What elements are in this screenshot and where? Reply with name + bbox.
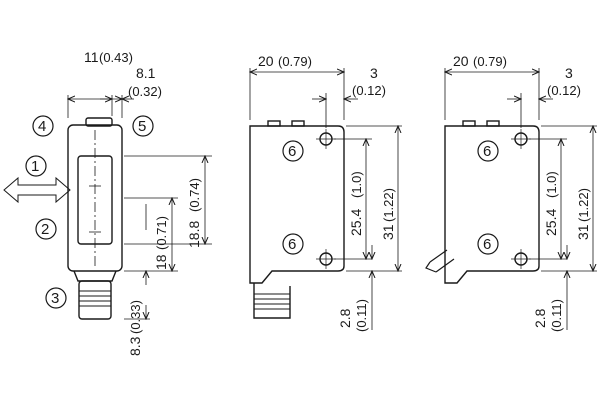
callout-5: 5 xyxy=(138,118,146,135)
plug-callout-6-top: 6 xyxy=(288,143,296,160)
plug-offset-mm: 3 xyxy=(370,65,378,81)
front-view-plug-dimensions xyxy=(250,68,402,330)
callout-4: 4 xyxy=(38,118,46,135)
cable-end xyxy=(425,261,437,273)
cable-hole-mm: 25.4 xyxy=(543,209,559,236)
callout-3-circle xyxy=(45,287,67,309)
front-view-cable-dimensions xyxy=(445,68,597,330)
side-top-lug xyxy=(85,117,113,127)
cable-offset-in: (0.12) xyxy=(547,83,581,98)
side-depth-in: (0.32) xyxy=(128,84,162,99)
plug-callout-6-bottom: 6 xyxy=(288,236,296,253)
front-view-cable xyxy=(425,120,540,284)
cable-callout-6-top: 6 xyxy=(483,143,491,160)
cable-bottom-mm: 2.8 xyxy=(532,308,548,328)
side-view-dimensions xyxy=(3,95,212,319)
cable-offset-mm: 3 xyxy=(565,65,573,81)
callout-2: 2 xyxy=(41,221,49,238)
side-width-in: (0.43) xyxy=(99,50,133,65)
callout-5-circle xyxy=(132,115,154,137)
cable-callout-6-bottom: 6 xyxy=(483,236,491,253)
cable-hole-in: (1.0) xyxy=(544,171,559,198)
plug-height-mm: 31 xyxy=(380,224,396,240)
plug-hole-mm: 25.4 xyxy=(348,209,364,236)
side-h1-mm: 18.8 xyxy=(186,221,202,248)
callout-1-circle xyxy=(25,155,47,177)
plug-offset-in: (0.12) xyxy=(352,83,386,98)
callout-4-circle xyxy=(32,115,54,137)
cable-width-in: (0.79) xyxy=(473,54,507,69)
cable-width-mm: 20 xyxy=(453,53,469,69)
side-width-mm: 11 xyxy=(84,49,99,65)
plug-width-mm: 20 xyxy=(258,53,274,69)
cable-bottom-in: (0.11) xyxy=(549,299,564,332)
plug-hole-in: (1.0) xyxy=(349,171,364,198)
side-h2-in: (0.71) xyxy=(154,216,169,250)
plug-height-in: (1.22) xyxy=(381,188,396,222)
side-h3-mm: 8.3 xyxy=(127,336,143,356)
plug-bottom-in: (0.11) xyxy=(354,299,369,332)
plug-width-in: (0.79) xyxy=(278,54,312,69)
callout-2-circle xyxy=(35,218,57,240)
front-view-plug xyxy=(249,120,345,319)
callout-3: 3 xyxy=(51,290,59,307)
plug-body xyxy=(249,125,345,284)
side-h3-in: (0.33) xyxy=(128,300,143,334)
side-connector xyxy=(78,280,112,320)
cable-height-in: (1.22) xyxy=(576,188,591,222)
side-h1-in: (0.74) xyxy=(187,178,202,212)
optical-axis-arrow-icon xyxy=(3,176,71,204)
side-neck xyxy=(73,270,117,282)
side-body xyxy=(67,124,123,272)
side-h2-mm: 18 xyxy=(153,254,169,270)
cable-body xyxy=(444,125,540,284)
side-depth-mm: 8.1 xyxy=(136,65,156,81)
side-view xyxy=(67,117,123,320)
cable-height-mm: 31 xyxy=(575,224,591,240)
callout-1: 1 xyxy=(31,158,39,175)
plug-bottom-mm: 2.8 xyxy=(337,308,353,328)
